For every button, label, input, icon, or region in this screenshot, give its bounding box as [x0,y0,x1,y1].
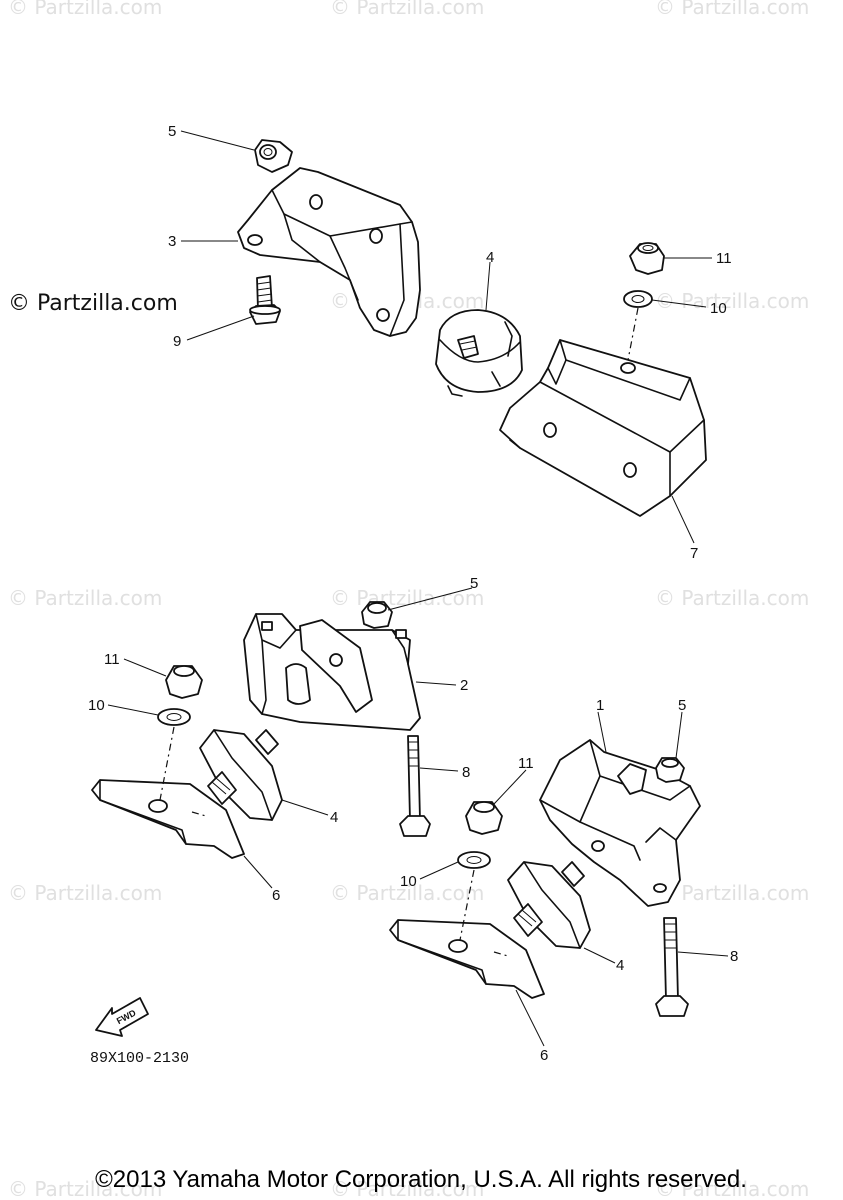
part-10-washer-upper[interactable] [623,290,653,308]
part-4-rubber-damper-upper[interactable] [435,309,523,397]
callout-label: 4 [616,957,624,974]
callout-label: 5 [168,123,176,140]
part-10-washer-lower[interactable] [457,851,491,869]
part-4-rubber-damper-mid[interactable] [199,729,283,821]
watermark-text: © Partzilla.com [655,881,809,905]
part-11-flange-nut-upper[interactable] [629,242,665,275]
part-11-flange-nut-mid[interactable] [165,665,203,699]
watermark-text: © Partzilla.com [8,1177,162,1200]
copyright-footer: ©2013 Yamaha Motor Corporation, U.S.A. A… [95,1166,747,1193]
part-4-rubber-damper-lower[interactable] [507,861,591,949]
watermark-text: © Partzilla.com [8,586,162,610]
part-6-lower-plate-right[interactable] [389,919,545,999]
callout-labels: 5 3 9 4 11 10 7 5 2 11 10 4 6 8 1 5 11 1… [88,123,738,1064]
callout-label: 5 [678,697,686,714]
callout-label: 2 [460,677,468,694]
callout-label: 3 [168,233,176,250]
callout-label: 6 [540,1047,548,1064]
part-8-long-bolt-lower[interactable] [655,917,689,1017]
part-5-collar-nut[interactable] [254,139,293,173]
callout-label: 4 [486,249,494,266]
watermark-text: © Partzilla.com [330,0,484,19]
part-8-long-bolt-mid[interactable] [399,735,431,837]
watermark-text: © Partzilla.com [655,289,809,313]
callout-label: 11 [518,755,534,772]
drawing-code: 89X100-2130 [90,1050,189,1067]
callout-label: 5 [470,575,478,592]
callout-label: 7 [690,545,698,562]
callout-label: 11 [104,651,120,668]
callout-label: 6 [272,887,280,904]
watermark-text: © Partzilla.com [330,586,484,610]
alignment-line [159,726,175,801]
part-5-collar-nut-lower[interactable] [655,757,685,783]
callout-label: 4 [330,809,338,826]
callout-label: 9 [173,333,181,350]
callout-label: 8 [462,764,470,781]
watermark-text: © Partzilla.com [8,881,162,905]
alignment-line [459,869,475,941]
part-5-collar-nut-mid[interactable] [361,601,393,629]
watermark-text: © Partzilla.com [330,1177,484,1200]
watermark-text: © Partzilla.com [655,1177,809,1200]
callout-label: 10 [88,697,105,714]
forward-direction-arrow: FWD [95,997,149,1037]
callout-label: 11 [716,250,732,267]
watermark-text: © Partzilla.com [330,881,484,905]
part-6-lower-plate-left[interactable] [91,779,245,859]
part-1-main-bracket[interactable] [539,739,701,907]
part-10-washer-mid[interactable] [157,708,191,726]
partzilla-watermark: © Partzilla.com [8,291,178,316]
callout-label: 10 [400,873,417,890]
part-2-mount-bracket[interactable] [243,613,421,731]
part-9-flange-bolt[interactable] [249,275,281,325]
leader-lines [107,130,729,1047]
watermark-text: © Partzilla.com [655,0,809,19]
alignment-line [627,307,639,361]
part-3-upper-bracket[interactable] [237,167,421,337]
part-7-engine-bracket[interactable] [499,339,707,517]
watermark-text: © Partzilla.com [8,0,162,19]
callout-label: 1 [596,697,604,714]
callout-label: 10 [710,300,727,317]
watermark-text: © Partzilla.com [655,586,809,610]
callout-label: 8 [730,948,738,965]
part-11-flange-nut-lower[interactable] [465,801,503,835]
